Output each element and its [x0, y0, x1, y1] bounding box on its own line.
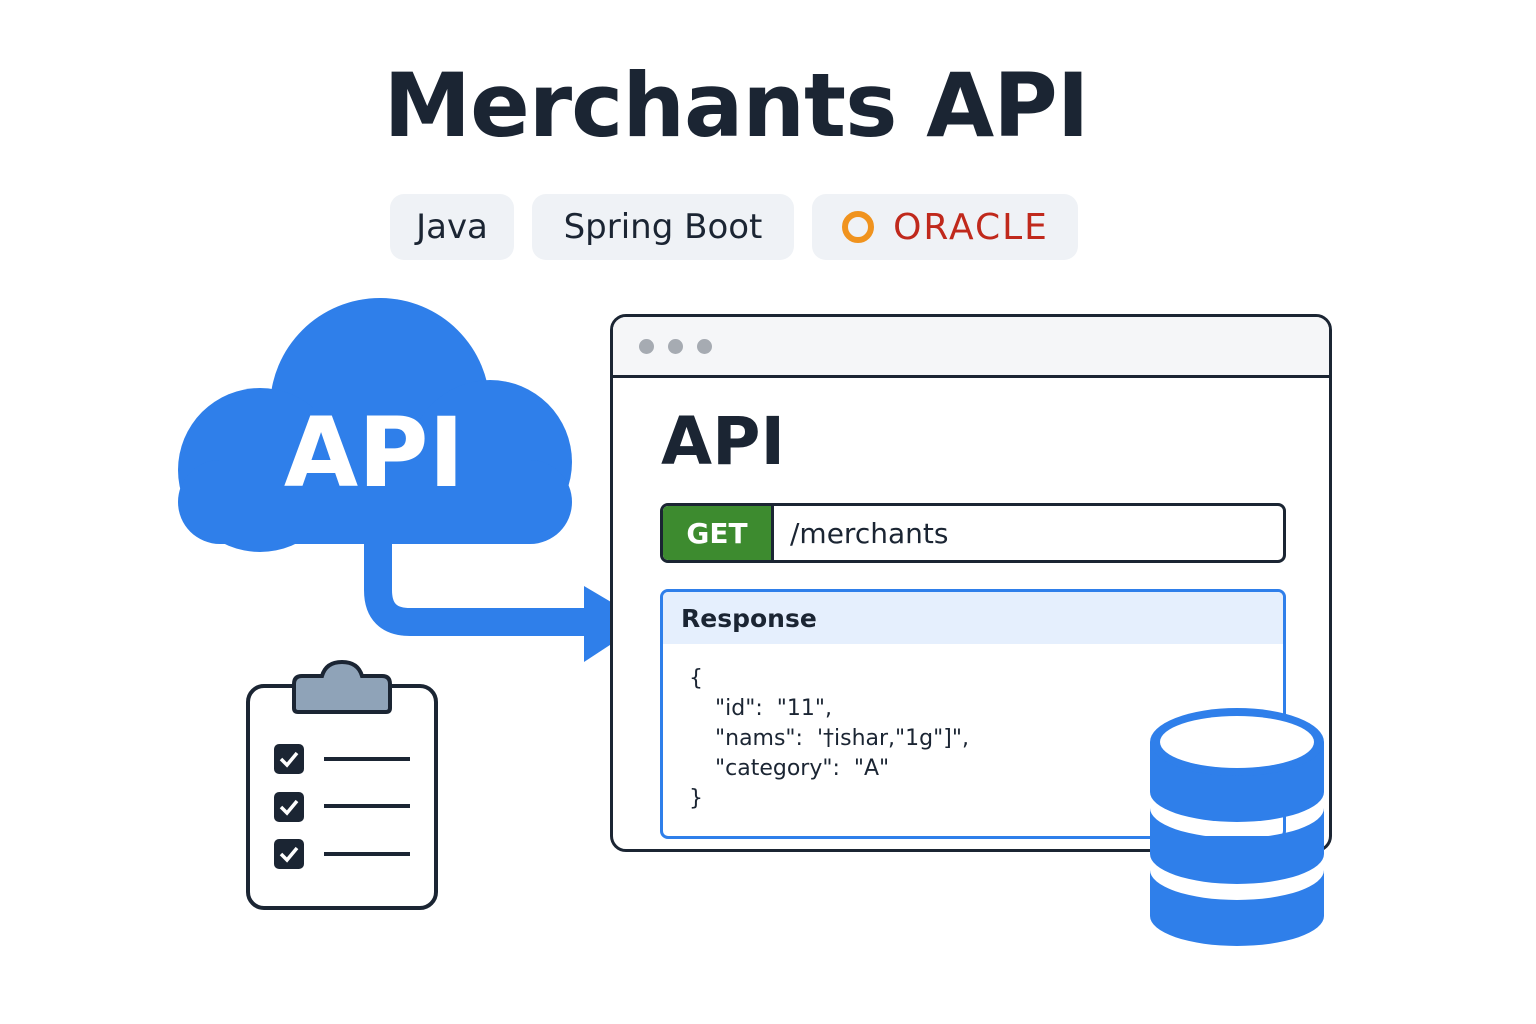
arrow-icon	[364, 540, 590, 636]
tech-pill-spring-boot: Spring Boot	[532, 194, 794, 260]
tech-pill-oracle-label: ORACLE	[893, 206, 1049, 248]
database-icon	[1150, 708, 1324, 946]
api-heading: API	[661, 403, 786, 480]
cloud-icon	[178, 298, 645, 662]
window-dot-icon	[697, 338, 712, 354]
json-line: "category": "A"	[715, 756, 890, 781]
checkbox-icon	[274, 839, 304, 869]
window-dot-icon	[668, 338, 683, 354]
tech-stack: Java Spring Boot ORACLE	[390, 194, 1078, 260]
window-dot-icon	[639, 338, 654, 354]
page-title: Merchants API	[383, 54, 1090, 157]
json-line: }	[689, 786, 703, 811]
endpoint-path: /merchants	[790, 516, 949, 550]
cloud-label: API	[283, 397, 465, 509]
checkbox-icon	[274, 792, 304, 822]
tech-pill-spring-boot-label: Spring Boot	[563, 207, 763, 247]
json-line: "nams": '†ishar,"1g"]",	[715, 726, 969, 751]
tech-pill-java-label: Java	[416, 207, 488, 247]
clipboard-icon	[246, 660, 438, 910]
checkbox-icon	[274, 744, 304, 774]
http-method-badge: GET	[663, 506, 774, 560]
tech-pill-java: Java	[390, 194, 514, 260]
endpoint-bar[interactable]: GET /merchants	[660, 503, 1286, 563]
response-body: { "id": "11", "nams": '†ishar,"1g"]", "c…	[663, 644, 1283, 814]
json-line: "id": "11",	[715, 696, 832, 721]
json-line: {	[689, 666, 703, 691]
oracle-logo-icon	[842, 211, 875, 243]
tech-pill-oracle: ORACLE	[812, 194, 1078, 260]
response-header: Response	[663, 592, 1283, 644]
browser-title-bar	[613, 317, 1329, 378]
